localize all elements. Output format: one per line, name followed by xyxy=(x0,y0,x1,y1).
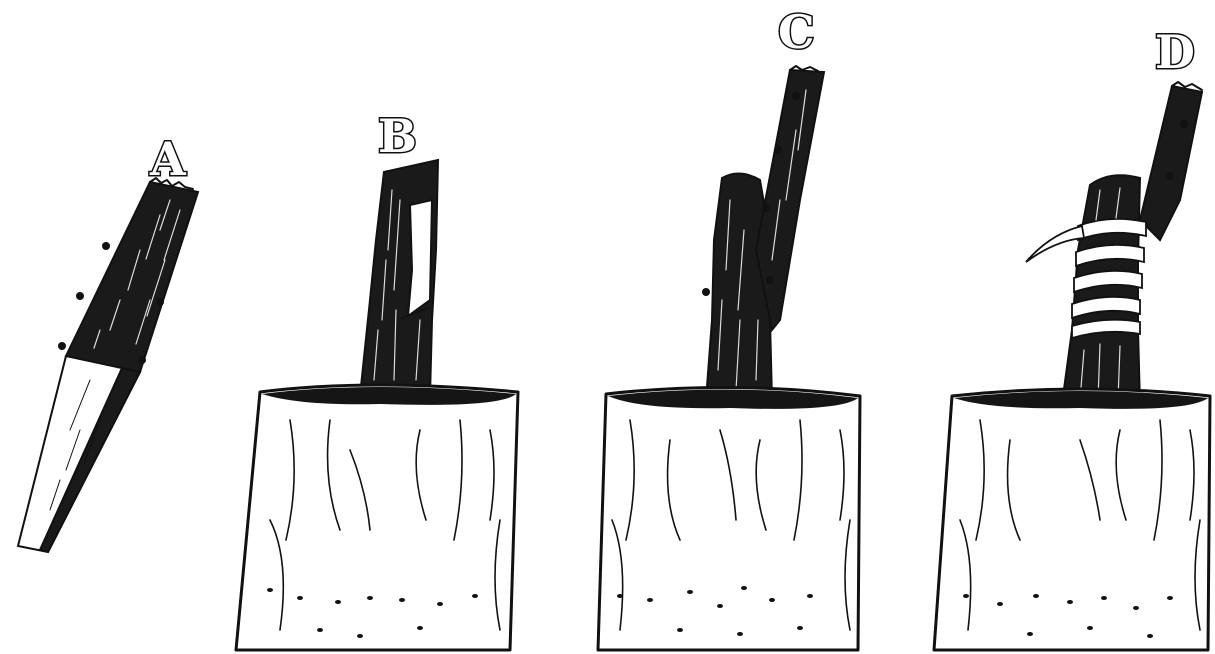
grow-bag-b xyxy=(236,385,518,650)
scion-cutting xyxy=(18,178,198,552)
panel-label-b: B xyxy=(378,109,418,163)
panel-label-c: C xyxy=(778,5,816,59)
grafted-stem-d xyxy=(1026,82,1202,404)
panel-c: C xyxy=(598,5,860,650)
panel-b: B xyxy=(236,109,518,650)
grow-bag-d xyxy=(934,389,1210,650)
panel-d: D xyxy=(934,25,1210,650)
rootstock-stem-b xyxy=(360,160,438,396)
panel-a: A xyxy=(18,132,198,552)
rootstock-stem-c xyxy=(702,66,824,400)
grow-bag-c xyxy=(598,387,860,650)
panel-label-d: D xyxy=(1155,25,1196,79)
